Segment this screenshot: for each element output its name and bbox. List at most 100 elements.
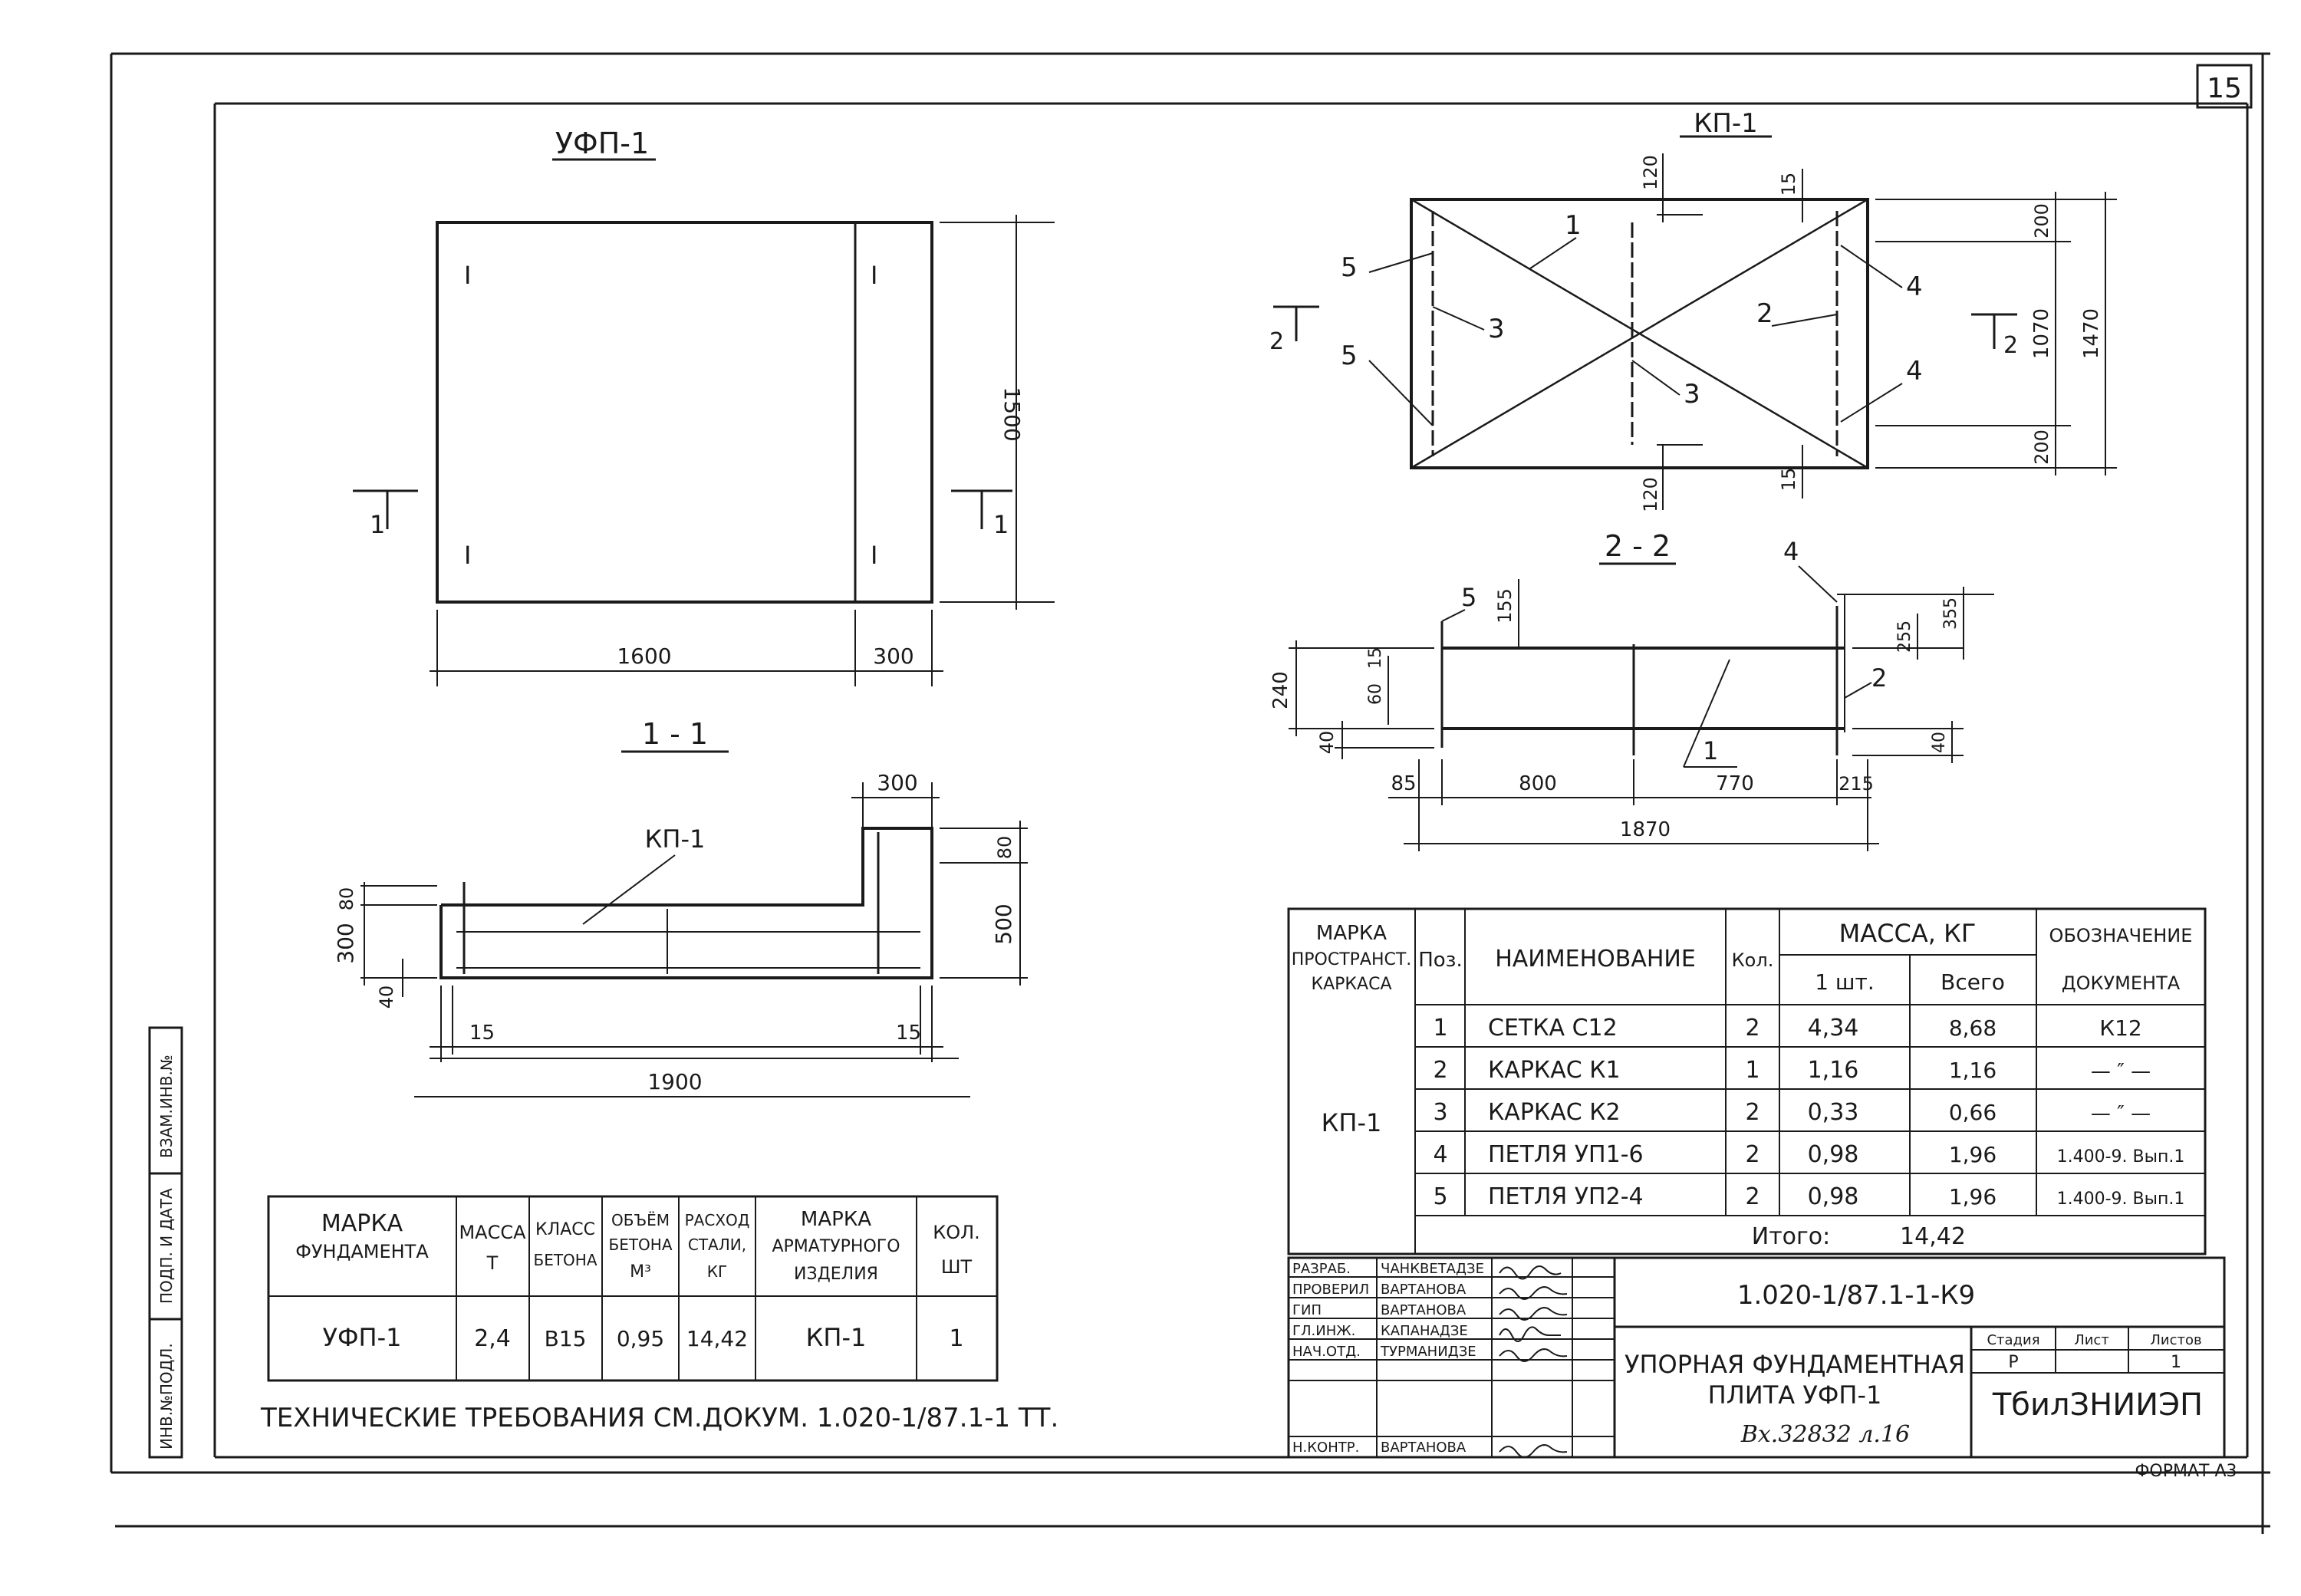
spec-header-name: НАИМЕНОВАНИЕ	[1495, 946, 1696, 972]
found-header-volume-1: ОБЪЁМ	[611, 1211, 670, 1229]
plan-dim-height: 1500	[999, 387, 1025, 441]
spec-row-2: 2 КАРКАС К1 1 1,16 1,16 — ″ —	[1433, 1057, 2151, 1084]
spec-row-5: 5 ПЕТЛЯ УП2-4 2 0,98 1,96 1.400-9. Вып.1	[1433, 1183, 2184, 1210]
found-header-steel-2: СТАЛИ,	[688, 1236, 746, 1254]
role-name-2: ВАРТАНОВА	[1381, 1282, 1467, 1298]
stage-label: Стадия	[1987, 1332, 2039, 1348]
role-2: ПРОВЕРИЛ	[1292, 1282, 1369, 1298]
section22-dim-total: 1870	[1620, 818, 1671, 841]
spec-header-qty: Кол.	[1732, 949, 1774, 971]
found-header-mass-1: МАССА	[459, 1222, 526, 1243]
spec-cell-doc: 1.400-9. Вып.1	[2057, 1190, 2185, 1209]
spec-cell-pos: 3	[1433, 1099, 1447, 1126]
section11-kp-label: КП-1	[645, 824, 706, 854]
title-line-2: ПЛИТА УФП-1	[1708, 1380, 1882, 1410]
kp-dim-1470: 1470	[2080, 308, 2103, 359]
spec-row-4: 4 ПЕТЛЯ УП1-6 2 0,98 1,96 1.400-9. Вып.1	[1433, 1141, 2184, 1168]
spec-cell-doc: 1.400-9. Вып.1	[2057, 1147, 2185, 1167]
plan-ufp1: УФП-1 I I I I 1 1 1600 300 1500	[353, 127, 1055, 686]
section22-dim-40-right: 40	[1930, 732, 1949, 753]
spec-header-mark-1: МАРКА	[1316, 922, 1387, 945]
kp-pos-5a: 5	[1341, 252, 1358, 283]
doc-code: 1.020-1/87.1-1-К9	[1737, 1280, 1975, 1311]
role-name-1: ЧАНКВЕТАДЗЕ	[1381, 1261, 1484, 1277]
spec-header-mark-2: ПРОСТРАНСТ.	[1292, 950, 1412, 969]
found-header-item-1: МАРКА	[801, 1208, 871, 1231]
kp1-plan: КП-1 1 5 3 5 2 3 4 4 2 2 120	[1269, 108, 2117, 512]
spec-cell-doc: — ″ —	[2091, 1060, 2151, 1083]
kp-pos-4a: 4	[1906, 271, 1923, 302]
kp-title: КП-1	[1694, 108, 1758, 139]
spec-cell-doc: — ″ —	[2091, 1102, 2151, 1125]
role-3: ГИП	[1292, 1302, 1322, 1318]
section22-dim-800: 800	[1519, 772, 1557, 795]
section-1-1: 1 - 1 КП-1 300 80 300 40 80 500	[333, 717, 1028, 1097]
found-header-mark-1: МАРКА	[321, 1210, 403, 1237]
spec-cell-pos: 2	[1433, 1057, 1447, 1084]
section22-dim-85: 85	[1391, 772, 1416, 795]
kp-dim-200-top: 200	[2031, 203, 2052, 239]
found-cell-mass: 2,4	[474, 1325, 511, 1352]
mark-i-2: I	[871, 261, 877, 290]
spec-cell-qty: 2	[1745, 1141, 1759, 1168]
found-header-class-2: БЕТОНА	[533, 1251, 597, 1269]
format-label: ФОРМАТ А3	[2135, 1462, 2237, 1481]
spec-cell-name: КАРКАС К1	[1488, 1057, 1621, 1084]
plan-dim-width: 1600	[617, 643, 671, 669]
spec-header-mass: МАССА, КГ	[1839, 919, 1977, 948]
spec-cell-total: 8,68	[1949, 1015, 1997, 1041]
kp-dim-15-bottom: 15	[1778, 468, 1799, 492]
found-header-class-1: КЛАСС	[535, 1220, 595, 1239]
section11-dim-total: 1900	[647, 1069, 702, 1094]
signatures	[1499, 1265, 1568, 1458]
found-header-mark-2: ФУНДАМЕНТА	[295, 1241, 429, 1262]
plan-title: УФП-1	[555, 127, 649, 160]
spec-cell-name: ПЕТЛЯ УП1-6	[1488, 1141, 1644, 1168]
inventory-number: Вх.32832 л.16	[1740, 1421, 1910, 1448]
section22-dim-15: 15	[1366, 647, 1385, 669]
spec-mark-value: КП-1	[1322, 1108, 1382, 1137]
stage-value: Р	[2008, 1353, 2018, 1372]
spec-header-mark-3: КАРКАСА	[1311, 975, 1391, 994]
spec-cell-qty: 2	[1745, 1015, 1759, 1042]
sheet-number: 15	[2207, 73, 2242, 104]
section22-pos-4: 4	[1783, 537, 1799, 566]
section22-dim-770: 770	[1716, 772, 1754, 795]
spec-cell-pos: 5	[1433, 1183, 1447, 1210]
sheet-frame	[110, 52, 2270, 1534]
spec-cell-qty: 2	[1745, 1183, 1759, 1210]
section11-dim-15-right: 15	[896, 1022, 921, 1045]
side-stamp: ИНВ.№ПОДЛ. ПОДП. И ДАТА ВЗАМ.ИНВ.№	[148, 1026, 183, 1459]
section22-dim-255: 255	[1895, 620, 1914, 653]
kp-section-right: 2	[2003, 332, 2018, 359]
found-header-item-2: АРМАТУРНОГО	[772, 1237, 900, 1256]
spec-cell-name: СЕТКА С12	[1488, 1015, 1618, 1042]
kp-dim-15-top: 15	[1778, 173, 1799, 196]
kp-pos-2: 2	[1756, 298, 1773, 329]
spec-cell-qty: 1	[1745, 1057, 1759, 1084]
section11-title: 1 - 1	[642, 717, 708, 751]
spec-cell-doc: К12	[2099, 1015, 2142, 1041]
section11-dim-top: 300	[877, 770, 917, 795]
side-stamp-1: ИНВ.№ПОДЛ.	[157, 1343, 176, 1450]
spec-row-3: 3 КАРКАС К2 2 0,33 0,66 — ″ —	[1433, 1099, 2151, 1126]
spec-cell-name: КАРКАС К2	[1488, 1099, 1621, 1126]
sheet-label: Лист	[2074, 1332, 2109, 1348]
spec-cell-pos: 4	[1433, 1141, 1447, 1168]
spec-cell-one: 4,34	[1808, 1015, 1859, 1042]
section11-dim-300: 300	[333, 923, 358, 963]
mark-i-3: I	[464, 541, 471, 570]
title-block: РАЗРАБ. ЧАНКВЕТАДЗЕ ПРОВЕРИЛ ВАРТАНОВА Г…	[1287, 1256, 2226, 1459]
found-header-mass-2: Т	[486, 1252, 499, 1274]
found-cell-qty: 1	[949, 1325, 963, 1352]
found-header-volume-3: М³	[630, 1262, 651, 1282]
mark-i-4: I	[871, 541, 877, 570]
role-5: НАЧ.ОТД.	[1292, 1344, 1361, 1360]
found-cell-volume: 0,95	[617, 1326, 664, 1351]
found-header-qty-1: КОЛ.	[933, 1222, 980, 1243]
spec-header-doc-1: ОБОЗНАЧЕНИЕ	[2049, 925, 2193, 946]
kp-pos-1: 1	[1565, 210, 1582, 241]
section22-title: 2 - 2	[1605, 529, 1671, 563]
spec-row-1: 1 СЕТКА С12 2 4,34 8,68 К12	[1433, 1015, 2141, 1042]
